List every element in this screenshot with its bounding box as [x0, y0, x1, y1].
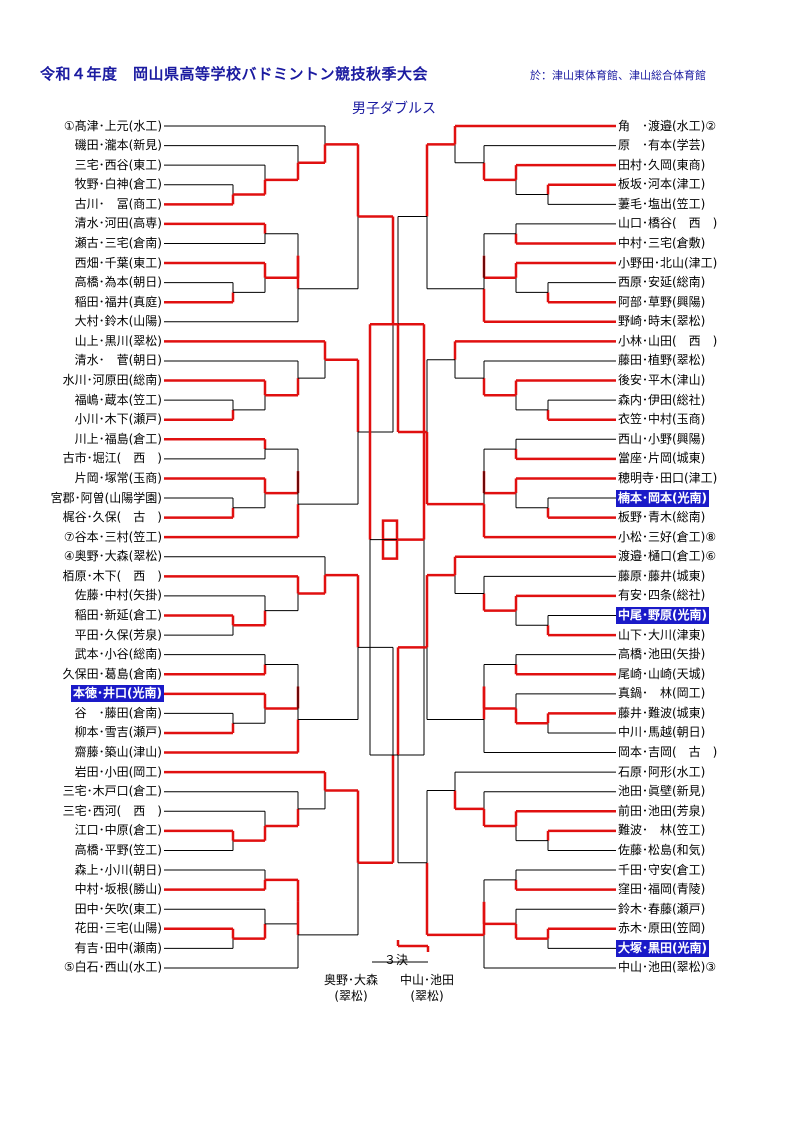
event-title: 男子ダブルス	[352, 101, 436, 117]
right-player-17: 西山･小野(興陽)	[618, 431, 706, 446]
left-player-19: 片岡･塚常(玉商)	[74, 470, 162, 485]
right-player-35: 池田･眞壁(新見)	[618, 784, 706, 799]
left-player-43: 有吉･田中(瀬南)	[74, 940, 162, 955]
left-player-18: 古市･堀江( 西 )	[62, 451, 162, 466]
right-player-7: 中村･三宅(倉敷)	[618, 235, 706, 250]
right-player-39: 千田･守安(倉工)	[618, 862, 706, 877]
right-player-41: 鈴木･春藤(瀬戸)	[618, 901, 706, 916]
right-player-26: 中尾･野原(光南)	[616, 607, 709, 624]
left-player-3: 三宅･西谷(東工)	[74, 157, 162, 172]
left-player-15: 福嶋･蔵本(笠工)	[74, 392, 162, 407]
left-player-30: 本徳･井口(光南)	[71, 685, 164, 703]
third-place-label: ３決	[384, 953, 409, 967]
right-player-8: 小野田･北山(津工)	[618, 255, 718, 270]
right-player-23: 渡邉･樋口(倉工)⑥	[618, 549, 717, 564]
left-player-26: 稲田･新延(倉工)	[74, 608, 162, 622]
left-player-7: 瀬古･三宅(倉南)	[74, 235, 162, 250]
left-player-1: ①髙津･上元(水工)	[63, 118, 162, 133]
right-player-42: 赤木･原田(笠岡)	[618, 921, 706, 936]
right-player-20: 楠本･岡本(光南)	[616, 489, 709, 507]
right-player-5: 萋毛･塩出(笠工)	[618, 196, 706, 211]
right-player-25: 有安･四条(総社)	[618, 588, 706, 603]
left-player-34: 岩田･小田(岡工)	[74, 764, 162, 779]
left-player-12: 山上･黒川(翠松)	[74, 333, 162, 348]
right-player-15: 森内･伊田(総社)	[618, 392, 706, 407]
left-player-22: ⑦谷本･三村(笠工)	[63, 529, 162, 544]
right-player-16: 衣笠･中村(玉商)	[618, 412, 706, 427]
left-player-40: 中村･坂根(勝山)	[74, 882, 162, 897]
left-player-31: 谷 ･藤田(倉南)	[74, 705, 162, 720]
left-player-17: 川上･福島(倉工)	[74, 431, 162, 446]
left-player-6: 清水･河田(高専)	[74, 216, 162, 231]
page-title: 令和４年度 岡山県高等学校バドミントン競技秋季大会	[40, 65, 428, 83]
right-player-40: 窪田･福岡(青陵)	[618, 882, 706, 897]
third-place-player-b: 中山･池田 (翠松)	[400, 972, 454, 1004]
right-player-24: 藤原･藤井(城東)	[618, 568, 706, 583]
right-player-44: 中山･池田(翠松)③	[618, 960, 717, 975]
left-player-38: 高橋･平野(笠工)	[74, 842, 162, 857]
right-player-19: 穂明寺･田口(津工)	[618, 470, 718, 485]
right-player-32: 中川･馬越(朝日)	[618, 725, 706, 740]
left-player-37: 江口･中原(倉工)	[74, 823, 162, 838]
right-player-11: 野崎･時末(翠松)	[618, 314, 706, 329]
right-player-10: 阿部･草野(興陽)	[618, 294, 706, 309]
left-player-41: 田中･矢吹(東工)	[74, 901, 162, 916]
right-player-21: 板野･青木(総南)	[618, 510, 706, 525]
left-player-21: 梶谷･久保( 古 )	[62, 510, 162, 525]
right-player-12: 小林･山田( 西 )	[618, 333, 718, 348]
left-player-5: 古川･ 冨(商工)	[74, 196, 162, 211]
right-player-34: 石原･阿形(水工)	[618, 764, 706, 779]
left-player-35: 三宅･木戸口(倉工)	[62, 784, 162, 799]
left-player-16: 小川･木下(瀬戸)	[74, 412, 162, 427]
right-player-37: 難波･ 林(笠工)	[618, 823, 706, 838]
left-player-27: 平田･久保(芳泉)	[74, 627, 162, 642]
left-player-13: 清水･ 菅(朝日)	[74, 353, 162, 368]
right-player-29: 尾崎･山崎(天城)	[618, 666, 706, 681]
left-player-25: 佐藤･中村(矢掛)	[74, 588, 162, 603]
right-player-22: 小松･三好(倉工)⑧	[618, 529, 717, 544]
left-player-10: 稲田･福井(真庭)	[74, 294, 162, 309]
left-player-39: 森上･小川(朝日)	[74, 862, 162, 877]
left-player-42: 花田･三宅(山陽)	[74, 921, 162, 936]
left-player-32: 柳本･雪吉(瀬戸)	[74, 725, 162, 740]
right-player-3: 田村･久岡(東商)	[618, 157, 706, 172]
right-player-28: 高橋･池田(矢掛)	[618, 647, 706, 662]
left-player-8: 西畑･千葉(東工)	[74, 255, 162, 270]
right-player-33: 岡本･吉岡( 古 )	[618, 745, 718, 760]
left-player-36: 三宅･西河( 西 )	[62, 803, 162, 818]
right-player-31: 藤井･難波(城東)	[618, 705, 706, 720]
left-player-2: 磯田･瀧本(新見)	[74, 138, 162, 153]
right-player-1: 角 ･渡邉(水工)②	[618, 118, 717, 133]
venue-text: 於：津山東体育館、津山総合体育館	[530, 69, 706, 82]
left-player-28: 武本･小谷(総南)	[74, 647, 162, 662]
right-player-9: 西原･安延(総南)	[618, 275, 706, 290]
left-player-44: ⑤白石･西山(水工)	[63, 960, 162, 975]
left-player-11: 大村･鈴木(山陽)	[74, 314, 162, 329]
third-a-names: 奥野･大森	[324, 973, 379, 987]
right-player-4: 板坂･河本(津工)	[618, 177, 706, 192]
left-player-4: 牧野･白神(倉工)	[74, 177, 162, 192]
left-player-23: ④奥野･大森(翠松)	[63, 549, 162, 564]
left-player-14: 水川･河原田(総南)	[62, 373, 162, 388]
left-player-24: 栢原･木下( 西 )	[62, 568, 162, 583]
third-b-school: (翠松)	[410, 989, 444, 1003]
right-player-14: 後安･平木(津山)	[618, 373, 706, 388]
right-player-43: 大塚･黒田(光南)	[616, 939, 709, 957]
left-player-33: 齋藤･築山(津山)	[74, 745, 162, 760]
right-player-18: 當座･片岡(城東)	[618, 451, 706, 466]
right-player-30: 真鍋･ 林(岡工)	[618, 686, 706, 701]
left-player-20: 宮郡･阿曽(山陽学園)	[50, 490, 162, 505]
right-player-27: 山下･大川(津東)	[618, 627, 706, 642]
right-player-36: 前田･池田(芳泉)	[618, 803, 706, 818]
third-a-school: (翠松)	[334, 989, 368, 1003]
left-player-29: 久保田･葛島(倉南)	[62, 666, 162, 681]
third-b-names: 中山･池田	[400, 973, 455, 987]
right-player-2: 原 ･有本(学芸)	[618, 138, 706, 153]
right-player-38: 佐藤･松島(和気)	[618, 842, 706, 857]
right-player-6: 山口･橋谷( 西 )	[618, 216, 718, 231]
third-place-player-a: 奥野･大森 (翠松)	[324, 972, 378, 1004]
right-player-13: 藤田･植野(翠松)	[618, 353, 706, 368]
left-player-9: 高橋･為本(朝日)	[74, 275, 162, 290]
